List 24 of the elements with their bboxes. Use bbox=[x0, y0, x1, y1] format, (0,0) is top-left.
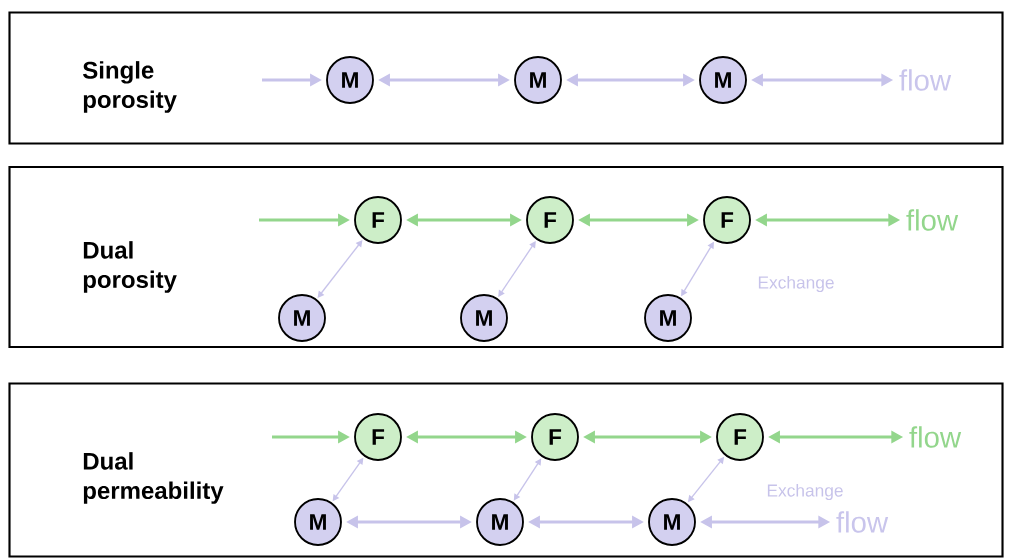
circle-node: M bbox=[476, 498, 524, 546]
circle-node: M bbox=[644, 294, 692, 342]
flow-label: flow bbox=[906, 209, 959, 231]
circle-node: F bbox=[526, 196, 574, 244]
circle-node: M bbox=[326, 56, 374, 104]
circle-node: F bbox=[354, 196, 402, 244]
circle-node: F bbox=[716, 413, 764, 461]
edge-label: Exchange bbox=[756, 274, 836, 294]
flow-label: flow bbox=[909, 426, 962, 448]
circle-node: M bbox=[294, 498, 342, 546]
circle-node: M bbox=[460, 294, 508, 342]
circle-node: M bbox=[699, 56, 747, 104]
edge-label: Exchange bbox=[765, 482, 845, 502]
circle-node: F bbox=[531, 413, 579, 461]
arrow bbox=[317, 240, 363, 298]
arrow bbox=[498, 241, 536, 297]
flow-label: flow bbox=[836, 511, 889, 533]
circle-node: F bbox=[703, 196, 751, 244]
circle-node: M bbox=[514, 56, 562, 104]
circle-node: M bbox=[278, 294, 326, 342]
arrow bbox=[513, 458, 542, 501]
circle-node: M bbox=[648, 498, 696, 546]
circle-node: F bbox=[354, 413, 402, 461]
flow-label: flow bbox=[899, 69, 952, 91]
